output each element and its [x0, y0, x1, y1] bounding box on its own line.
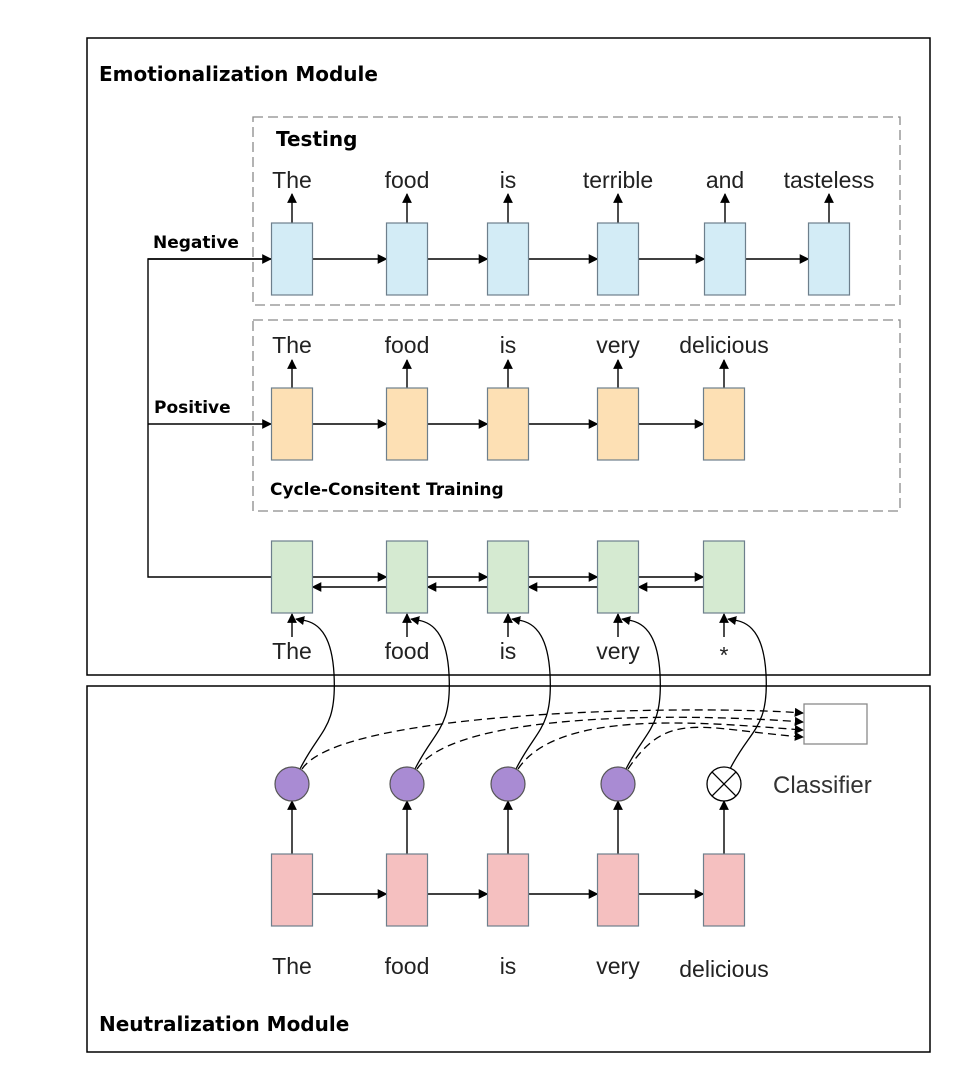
classifier-box: [803, 703, 868, 745]
neutralization-cell: [385, 853, 429, 927]
attention-node: [600, 766, 636, 802]
attention-to-encoder-curve: [410, 616, 450, 770]
bidirectional-cell: [270, 540, 314, 614]
training-cell: [596, 387, 640, 461]
neutralization-cell: [486, 853, 530, 927]
bidirectional-cell: [702, 540, 746, 614]
emotionalization-module-box: [86, 37, 931, 676]
mask-otimes-stroke: [711, 771, 737, 797]
bidirectional-word: food: [385, 638, 430, 664]
training-cell: [385, 387, 429, 461]
bidirectional-word: is: [500, 638, 517, 664]
positive-branch-label: Positive: [154, 398, 231, 418]
classifier-label: Classifier: [773, 772, 872, 799]
training-cell: [486, 387, 530, 461]
neutralization-cell: [702, 853, 746, 927]
node-to-classifier-dashed: [517, 722, 804, 770]
testing-word: and: [706, 167, 744, 193]
negative-branch-label: Negative: [153, 233, 239, 253]
training-group-box: [252, 319, 901, 512]
training-word: delicious: [679, 332, 769, 358]
neutralization-cell: [596, 853, 640, 927]
training-cell: [702, 387, 746, 461]
training-cell: [270, 387, 314, 461]
testing-cell: [270, 222, 314, 296]
testing-cell: [807, 222, 851, 296]
neutralization-word: very: [596, 953, 640, 979]
training-word: very: [596, 332, 640, 358]
neutralization-word: is: [500, 953, 517, 979]
neutralization-word: delicious: [679, 956, 769, 982]
attention-node: [389, 766, 425, 802]
bidirectional-word: very: [596, 638, 640, 664]
bidirectional-word: The: [272, 638, 312, 664]
node-to-classifier-dashed: [627, 726, 804, 770]
neutralization-word: food: [385, 953, 430, 979]
testing-cell: [703, 222, 747, 296]
neutralization-module-box: [86, 685, 931, 1053]
testing-word: The: [272, 167, 312, 193]
testing-cell: [385, 222, 429, 296]
testing-cell: [486, 222, 530, 296]
testing-group-box: [252, 116, 901, 306]
neutralization-cell: [270, 853, 314, 927]
testing-title: Testing: [276, 127, 357, 151]
testing-cell: [596, 222, 640, 296]
attention-to-encoder-curve: [727, 616, 767, 770]
testing-word: food: [385, 167, 430, 193]
node-to-classifier-dashed: [301, 707, 804, 770]
bidirectional-cell: [385, 540, 429, 614]
attention-node: [490, 766, 526, 802]
bidirectional-cell: [486, 540, 530, 614]
testing-word: is: [500, 167, 517, 193]
attention-to-encoder-curve: [511, 616, 551, 770]
training-word: food: [385, 332, 430, 358]
bidirectional-word: *: [720, 642, 729, 668]
emotionalization-module-title: Emotionalization Module: [99, 62, 378, 86]
attention-to-encoder-curve: [295, 616, 335, 770]
attention-node: [274, 766, 310, 802]
bidirectional-cell: [596, 540, 640, 614]
testing-word: terrible: [583, 167, 653, 193]
attention-to-encoder-curve: [621, 616, 661, 770]
training-word: The: [272, 332, 312, 358]
training-title: Cycle-Consitent Training: [270, 480, 504, 500]
training-word: is: [500, 332, 517, 358]
testing-word: tasteless: [784, 167, 875, 193]
neutralization-word: The: [272, 953, 312, 979]
neutralization-module-title: Neutralization Module: [99, 1012, 349, 1036]
